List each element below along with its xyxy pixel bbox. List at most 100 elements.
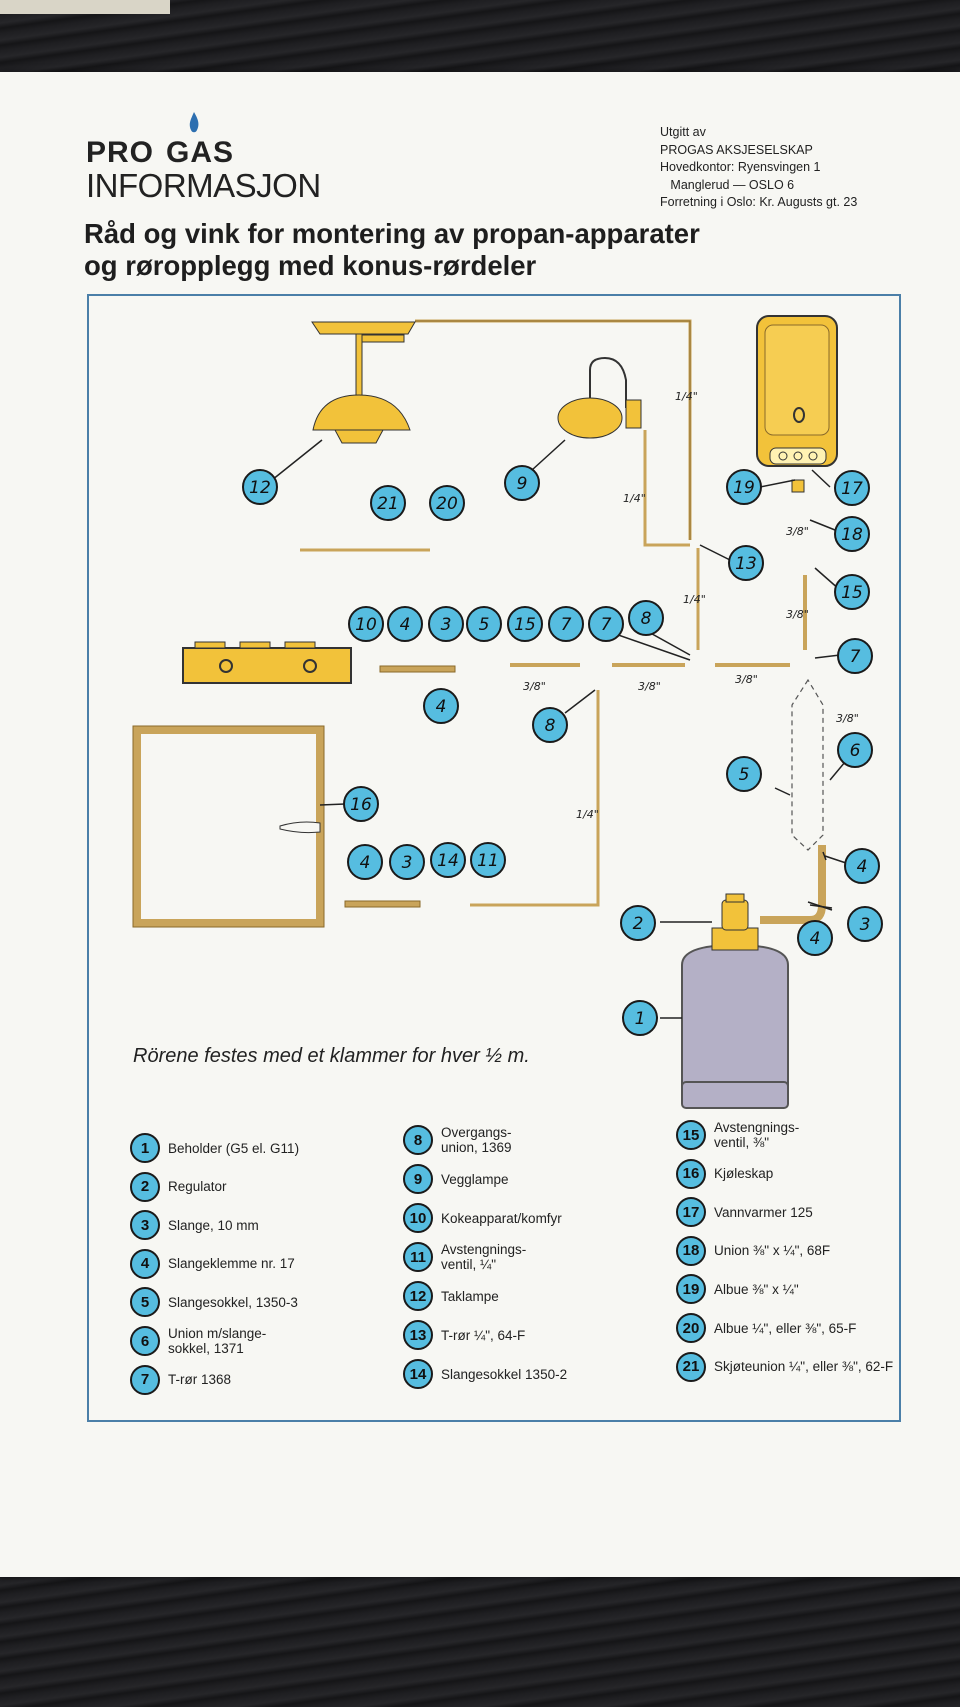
pipes [300, 319, 824, 907]
callout-9: 9 [504, 465, 540, 501]
callout-14: 14 [430, 842, 466, 878]
callout-15: 15 [507, 606, 543, 642]
callout-4: 4 [387, 606, 423, 642]
svg-text:13: 13 [735, 554, 757, 574]
callout-4: 4 [797, 920, 833, 956]
legend-text: Kjøleskap [714, 1166, 774, 1182]
legend-text: Vegglampe [441, 1171, 509, 1187]
callout-3: 3 [847, 906, 883, 942]
callout-7: 7 [588, 606, 624, 642]
legend-number-badge: 20 [676, 1313, 706, 1343]
callout-2: 2 [620, 905, 656, 941]
legend-number-badge: 3 [130, 1210, 160, 1241]
legend-item-16: 16 Kjøleskap [676, 1158, 774, 1189]
callout-8: 8 [628, 600, 664, 636]
legend-number-badge: 16 [676, 1158, 706, 1189]
legend-number-badge: 14 [403, 1359, 433, 1389]
wall-lamp [557, 356, 642, 439]
svg-text:4: 4 [857, 857, 868, 877]
svg-text:18: 18 [841, 525, 863, 545]
legend-text: T-rør 1368 [168, 1372, 232, 1388]
pipe-label: 1/4" [683, 593, 706, 606]
callout-16: 16 [343, 786, 379, 822]
callout-11: 11 [470, 842, 506, 878]
legend-number-badge: 8 [403, 1125, 433, 1155]
svg-text:16: 16 [350, 795, 372, 815]
legend-text: Avstengnings- ventil, ⅜" [714, 1120, 800, 1150]
callout-5: 5 [726, 756, 762, 792]
svg-text:5: 5 [479, 615, 490, 635]
callout-4: 4 [423, 688, 459, 724]
logo-pro-text: PRO [86, 136, 155, 169]
legend-number-badge: 12 [403, 1281, 433, 1311]
legend-number-badge: 17 [676, 1197, 706, 1228]
svg-text:11: 11 [477, 851, 499, 871]
pipe-label: 3/8" [786, 608, 809, 621]
callout-12: 12 [242, 469, 278, 505]
fridge [132, 725, 421, 928]
legend-number-badge: 10 [403, 1203, 433, 1233]
gas-cylinder [681, 845, 826, 1109]
ceiling-lamp [311, 321, 416, 444]
legend-text: Albue ⅜" x ¼" [714, 1281, 799, 1297]
pipe-label: 3/8" [638, 680, 661, 693]
svg-text:14: 14 [437, 851, 459, 871]
svg-text:4: 4 [360, 853, 371, 873]
pipe-size-labels: 1/4" 1/4" 1/4" 1/4" 3/8" 3/8" 3/8" 3/8" … [523, 390, 859, 821]
legend-text: Overgangs- union, 1369 [441, 1125, 512, 1155]
svg-text:7: 7 [601, 615, 612, 635]
svg-text:3: 3 [402, 853, 413, 873]
legend-item-3: 3 Slange, 10 mm [130, 1210, 259, 1241]
title-line-2: og røropplegg med konus-rørdeler [84, 250, 537, 281]
svg-text:19: 19 [733, 478, 755, 498]
svg-text:3: 3 [860, 915, 871, 935]
svg-text:21: 21 [377, 494, 399, 514]
legend-text: Union m/slange- sokkel, 1371 [168, 1326, 267, 1356]
logo-progas: PRO GAS [86, 138, 321, 168]
legend-item-19: 19 Albue ⅜" x ¼" [676, 1274, 799, 1305]
svg-text:17: 17 [841, 479, 863, 499]
svg-text:4: 4 [436, 697, 447, 717]
legend-number-badge: 4 [130, 1248, 160, 1279]
legend-text: Slange, 10 mm [168, 1217, 259, 1233]
svg-text:8: 8 [545, 716, 556, 736]
publisher-line: Forretning i Oslo: Kr. Augusts gt. 23 [660, 195, 858, 209]
pipe-label: 1/4" [623, 492, 646, 505]
callout-7: 7 [548, 606, 584, 642]
publisher-line: Manglerud — OSLO 6 [660, 177, 795, 192]
title-line-1: Råd og vink for montering av propan-appa… [84, 218, 700, 249]
legend-text: Vannvarmer 125 [714, 1204, 813, 1220]
legend-number-badge: 2 [130, 1171, 160, 1202]
callout-6: 6 [837, 732, 873, 768]
legend-number-badge: 7 [130, 1364, 160, 1395]
svg-text:2: 2 [633, 914, 644, 934]
svg-text:8: 8 [641, 609, 652, 629]
callout-17: 17 [834, 470, 870, 506]
legend-text: Regulator [168, 1179, 227, 1195]
logo-gas-text: GAS [166, 136, 235, 169]
callout-4: 4 [844, 848, 880, 884]
callout-10: 10 [348, 606, 384, 642]
svg-text:4: 4 [810, 929, 821, 949]
callout-15: 15 [834, 574, 870, 610]
legend-item-7: 7 T-rør 1368 [130, 1364, 232, 1395]
svg-text:6: 6 [850, 741, 861, 761]
flame-icon [189, 112, 199, 133]
callout-8: 8 [532, 707, 568, 743]
legend-number-badge: 5 [130, 1287, 160, 1318]
svg-text:3: 3 [441, 615, 452, 635]
water-heater [756, 315, 838, 493]
callout-3: 3 [389, 844, 425, 880]
page-title: Råd og vink for montering av propan-appa… [84, 218, 700, 282]
legend-text: Skjøteunion ¼", eller ⅜", 62-F [714, 1359, 894, 1375]
callout-3: 3 [428, 606, 464, 642]
publisher-info: Utgitt av PROGAS AKSJESELSKAP Hovedkonto… [660, 124, 857, 212]
svg-text:7: 7 [561, 615, 572, 635]
legend-number-badge: 19 [676, 1274, 706, 1305]
